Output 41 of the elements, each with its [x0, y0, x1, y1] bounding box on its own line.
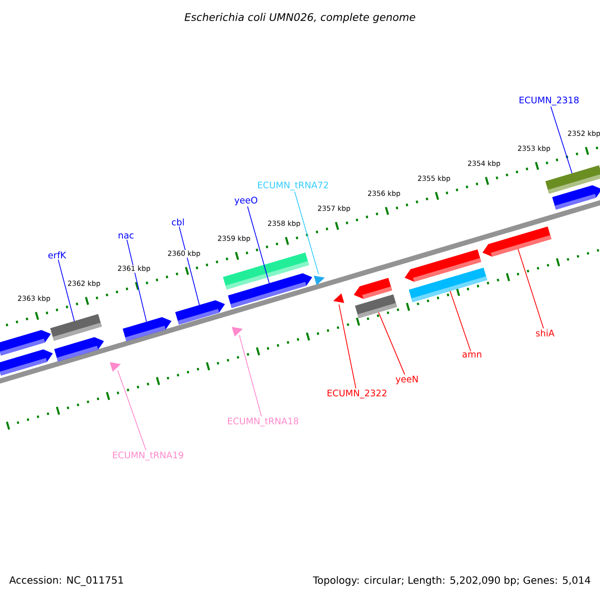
trna-marker: [333, 293, 344, 303]
gene-feature: [0, 349, 53, 376]
gene-feature: [50, 314, 102, 341]
gene-label: shiA: [536, 330, 554, 336]
leader-line: [518, 248, 544, 329]
leader-line: [550, 106, 572, 174]
leader-line: [117, 370, 146, 451]
gene-label: cbl: [172, 218, 184, 226]
accession-note: Accession: NC_011751: [9, 576, 123, 586]
gene-label: nac: [118, 233, 134, 239]
leader-line: [247, 206, 270, 284]
trna-marker: [110, 362, 121, 372]
leader-line: [58, 259, 75, 322]
leader-line: [450, 290, 472, 352]
gene-feature: [552, 185, 600, 210]
gene-label: ECUMN_tRNA18: [228, 418, 298, 426]
leader-line: [378, 312, 406, 375]
leader-line: [126, 239, 147, 322]
leader-line: [338, 304, 356, 389]
gene-label: ECUMN_tRNA19: [113, 452, 184, 460]
leader-line: [238, 334, 262, 417]
gene-feature: [354, 278, 392, 299]
gene-label: ECUMN_tRNA72: [258, 182, 328, 190]
gene-label: yeeN: [396, 376, 418, 384]
gene-label: ECUMN_2322: [328, 390, 386, 398]
title: Escherichia coli UMN026, complete genome: [184, 12, 416, 24]
gene-feature: [175, 300, 225, 325]
gene-label: yeeO: [234, 196, 258, 206]
gene-label: ECUMN_2318: [520, 96, 579, 106]
leader-line: [294, 191, 319, 275]
trna-marker: [314, 276, 325, 286]
gene-feature: [222, 252, 310, 290]
gene-feature: [122, 317, 172, 342]
genome-summary: Topology: circular; Length: 5,202,090 bp; Genes: 5,014: [312, 576, 590, 586]
gene-feature: [482, 226, 552, 257]
leader-line: [178, 226, 200, 306]
gene-feature: [404, 249, 482, 282]
gene-feature: [54, 337, 104, 362]
gene-label: amn: [462, 352, 482, 358]
gene-label: erfK: [48, 252, 66, 258]
trna-marker: [232, 326, 243, 337]
